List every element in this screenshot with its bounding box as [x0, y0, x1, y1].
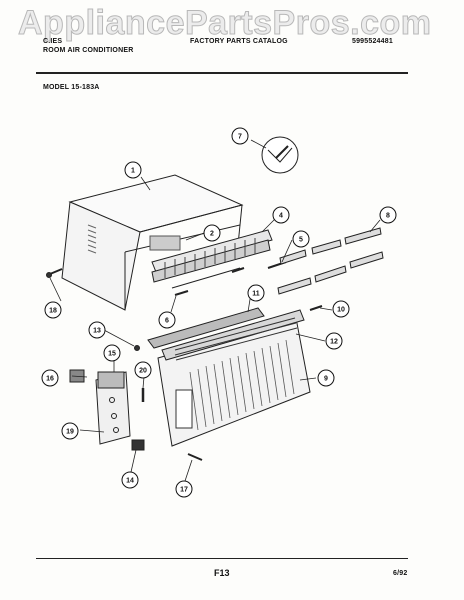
callout-label-12: 12 [330, 339, 338, 346]
callout-6 [158, 311, 176, 329]
callout-label-20: 20 [139, 368, 147, 375]
callout-label-6: 6 [165, 318, 169, 325]
callout-8 [379, 206, 397, 224]
callout-label-11: 11 [252, 291, 260, 298]
filter-part [147, 307, 265, 349]
knob-part [131, 439, 145, 451]
callout-12 [325, 332, 343, 350]
catalog-title: FACTORY PARTS CATALOG [190, 38, 288, 45]
model-label: MODEL 15-183A [43, 84, 100, 91]
callout-13 [88, 321, 106, 339]
callout-label-16: 16 [46, 376, 54, 383]
callout-numbers: 1 2 4 5 6 7 8 9 10 11 12 13 14 15 16 17 … [46, 134, 390, 494]
callout-label-2: 2 [210, 231, 214, 238]
callout-label-19: 19 [66, 429, 74, 436]
product-title: ROOM AIR CONDITIONER [43, 47, 134, 54]
cabinet-wrapper-part [61, 174, 244, 311]
small-hardware-part [134, 345, 203, 461]
callout-1 [124, 161, 142, 179]
callout-label-4: 4 [279, 213, 283, 220]
screw-10-part [309, 305, 323, 311]
callout-5 [292, 230, 310, 248]
callout-2 [203, 224, 221, 242]
callout-label-10: 10 [337, 307, 345, 314]
callout-label-1: 1 [131, 168, 135, 175]
callout-19 [61, 422, 79, 440]
callout-15 [103, 344, 121, 362]
callout-9 [317, 369, 335, 387]
screw-part [46, 268, 63, 278]
callout-label-8: 8 [386, 213, 390, 220]
callout-label-9: 9 [324, 376, 328, 383]
callout-label-15: 15 [108, 351, 116, 358]
callout-11 [247, 284, 265, 302]
callout-14 [121, 471, 139, 489]
deflector-blades-part [277, 227, 384, 295]
callout-18 [44, 301, 62, 319]
leader-lines [49, 139, 381, 482]
catalog-number: 5995524481 [352, 38, 393, 45]
callout-label-17: 17 [180, 487, 188, 494]
brand-label: C.IES [43, 38, 63, 45]
callout-20 [134, 361, 152, 379]
callout-10 [332, 300, 350, 318]
revision-date: 6/92 [393, 570, 408, 577]
grille-louvers-part [174, 317, 298, 361]
callout-label-7: 7 [238, 134, 242, 141]
detail-inset-part [261, 136, 299, 174]
control-panel-part [95, 371, 131, 445]
callout-16 [41, 369, 59, 387]
callout-17 [175, 480, 193, 498]
callout-4 [272, 206, 290, 224]
callout-label-13: 13 [93, 328, 101, 335]
callout-label-18: 18 [49, 308, 57, 315]
footer-rule [36, 558, 408, 559]
callout-label-14: 14 [126, 478, 134, 485]
callout-markers [41, 127, 397, 498]
louver-assembly-part [151, 229, 273, 296]
watermark: AppliancePartsPros.com [17, 4, 432, 43]
callout-label-5: 5 [299, 237, 303, 244]
header-rule [36, 72, 408, 74]
page-number: F13 [214, 568, 230, 578]
callout-7 [231, 127, 249, 145]
